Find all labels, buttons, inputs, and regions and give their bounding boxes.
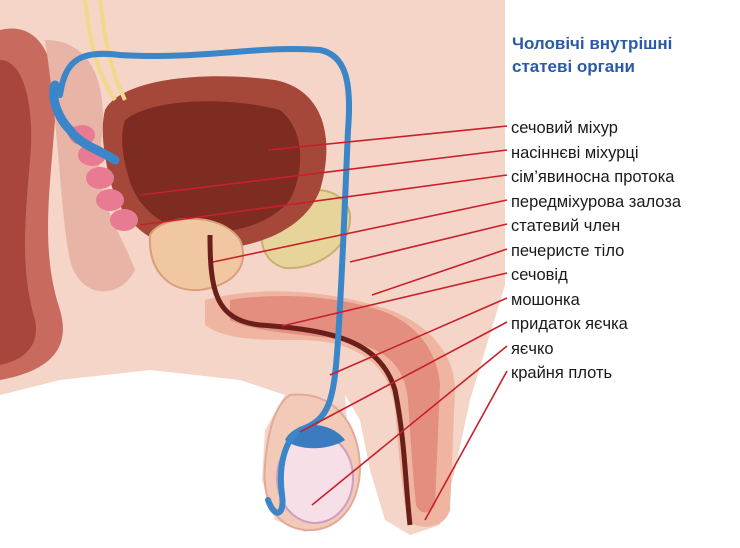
- label-seminal-vesicles: насіннєві міхурці: [511, 141, 681, 166]
- label-bladder: сечовий міхур: [511, 116, 681, 141]
- label-epididymis: придаток яєчка: [511, 312, 681, 337]
- label-prostate: передміхурова залоза: [511, 190, 681, 215]
- label-penis: статевий член: [511, 214, 681, 239]
- label-list: сечовий міхур насіннєві міхурці сім’явин…: [511, 116, 681, 386]
- label-corpus-cavernosum: печеристе тіло: [511, 239, 681, 264]
- figure-title-line-1: Чоловічі внутрішні: [512, 32, 736, 55]
- label-scrotum: мошонка: [511, 288, 681, 313]
- label-urethra: сечовід: [511, 263, 681, 288]
- label-foreskin: крайня плоть: [511, 361, 681, 386]
- label-vas-deferens: сім’явиносна протока: [511, 165, 681, 190]
- figure-title: Чоловічі внутрішні статеві органи: [512, 32, 736, 78]
- figure-title-line-2: статеві органи: [512, 55, 736, 78]
- prostate: [150, 219, 243, 290]
- label-testis: яєчко: [511, 337, 681, 362]
